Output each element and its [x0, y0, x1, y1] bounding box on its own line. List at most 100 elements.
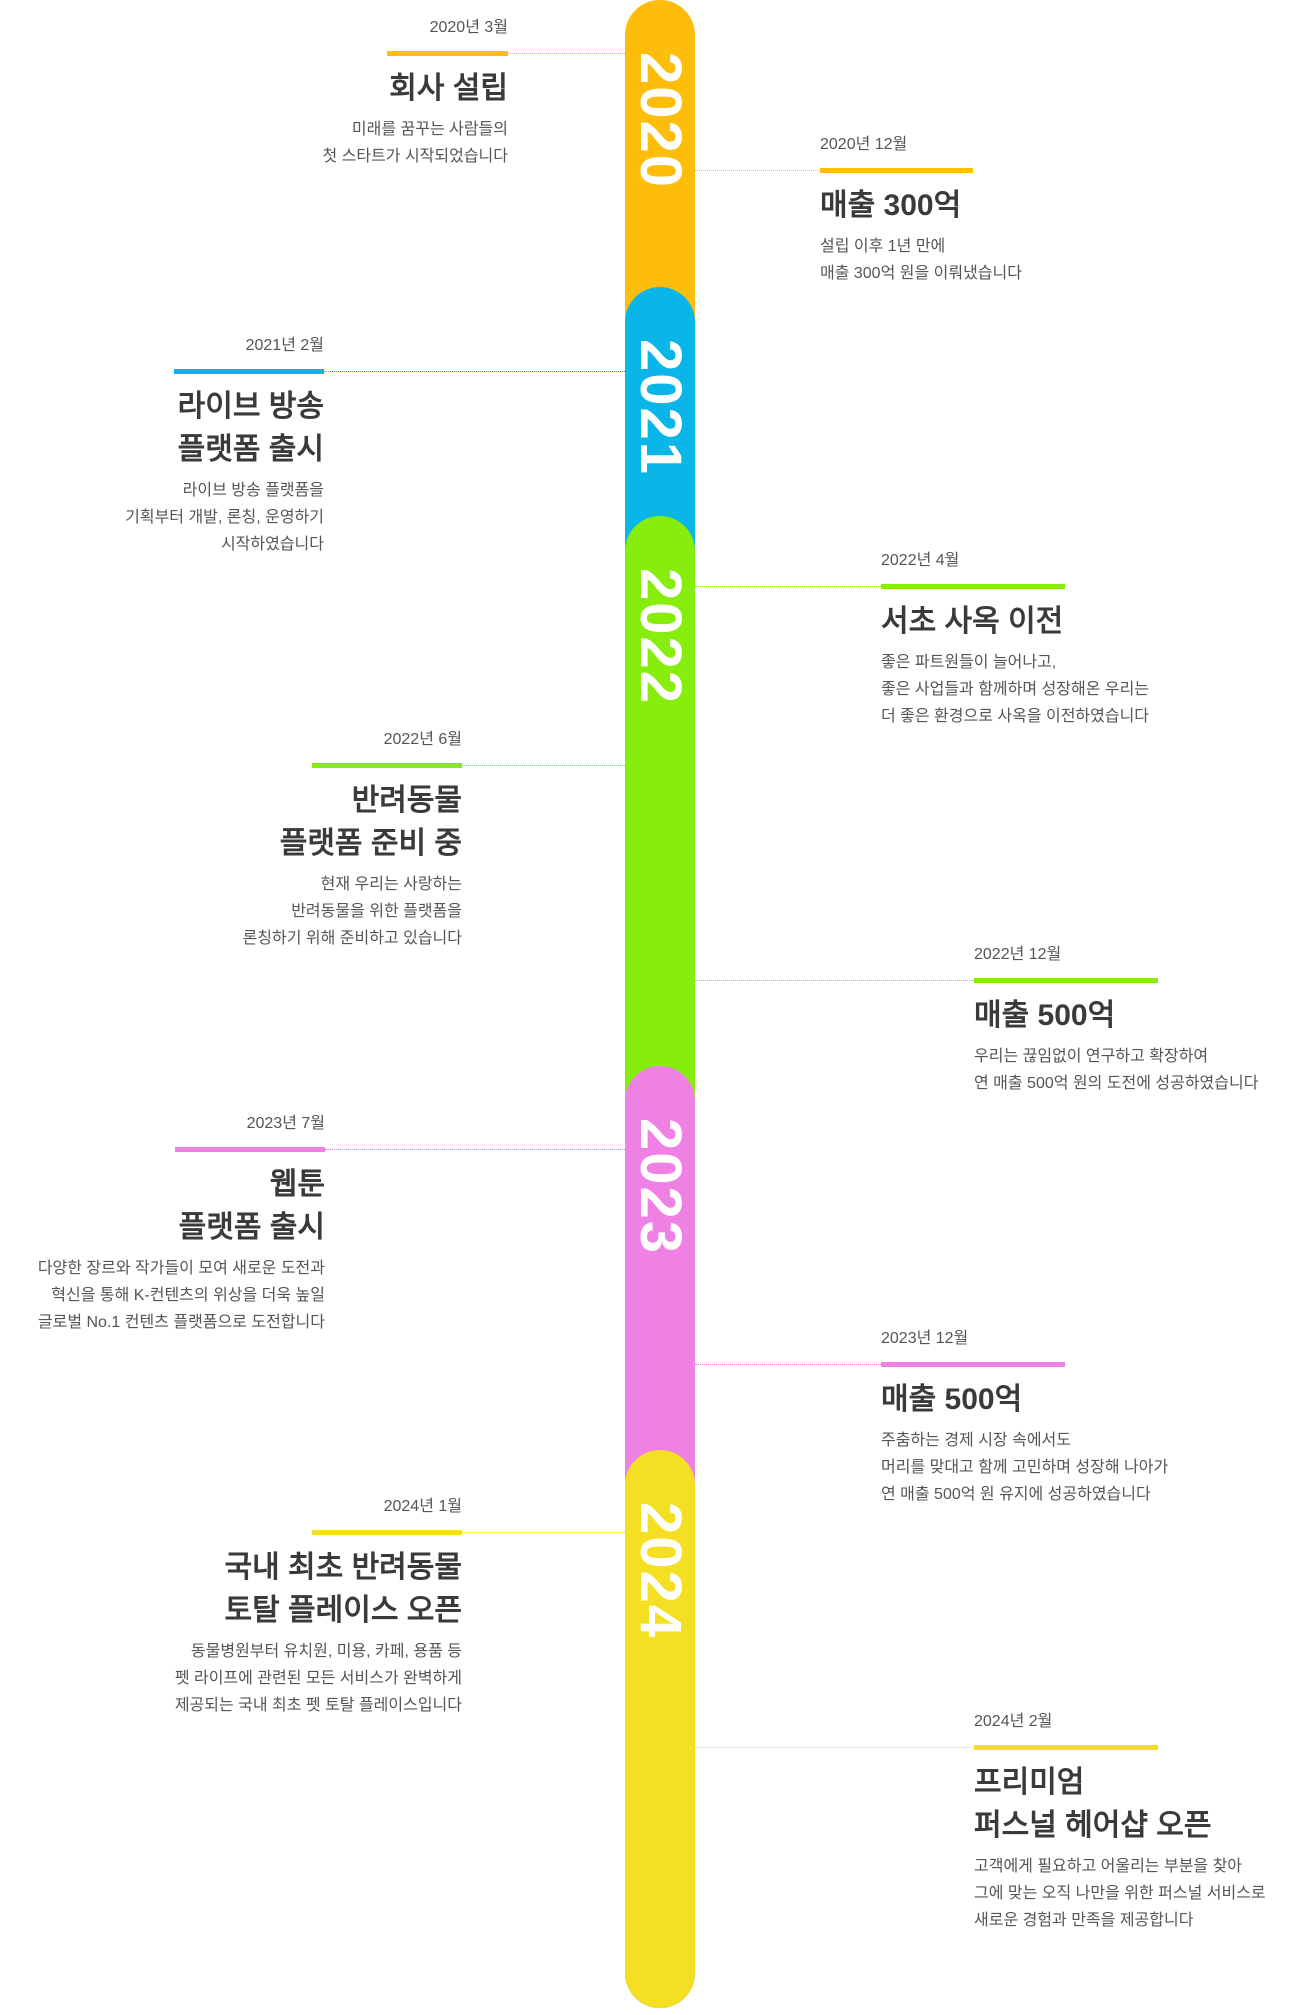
event-description-line: 좋은 사업들과 함께하며 성장해온 우리는 — [881, 681, 1150, 698]
event-title: 매출 500억 — [974, 994, 1258, 1037]
event-title: 매출 500억 — [881, 1378, 1168, 1421]
event-connector — [324, 371, 625, 372]
timeline-segment-2024: 2024 — [625, 1450, 695, 2008]
year-label: 2023 — [628, 1118, 693, 1256]
event-description: 좋은 파트원들이 늘어나고, 좋은 사업들과 함께하며 성장해온 우리는 더 좋… — [881, 649, 1149, 730]
event-accent-line — [174, 369, 324, 374]
event-title: 회사 설립 — [322, 67, 508, 110]
event-connector — [462, 765, 625, 766]
event-description: 현재 우리는 사랑하는 반려동물을 위한 플랫폼을 론칭하기 위해 준비하고 있… — [243, 871, 462, 952]
event-accent-line — [974, 978, 1158, 983]
event-connector — [695, 1747, 974, 1748]
event-connector — [695, 1364, 881, 1365]
event-date: 2022년 12월 — [974, 946, 1062, 963]
event-description-line: 좋은 파트원들이 늘어나고, — [881, 654, 1057, 671]
event-description-line: 연 매출 500억 원 유지에 성공하였습니다 — [881, 1486, 1151, 1503]
event-title-line: 매출 500억 — [881, 1383, 1023, 1416]
event-title-line: 서초 사옥 이전 — [881, 605, 1064, 638]
event-accent-line — [881, 584, 1065, 589]
event-description-line: 우리는 끊임없이 연구하고 확장하여 — [974, 1048, 1209, 1065]
year-label: 2021 — [628, 339, 693, 477]
event-description-line: 동물병원부터 유치원, 미용, 카페, 용품 등 — [190, 1643, 462, 1660]
event-title-line: 플랫폼 준비 중 — [279, 827, 462, 860]
event-connector — [695, 980, 974, 981]
timeline-event: 2023년 12월 매출 500억 주춤하는 경제 시장 속에서도 머리를 맞대… — [881, 1329, 1168, 1508]
event-description-line: 시작하였습니다 — [220, 536, 324, 553]
event-description-line: 기획부터 개발, 론칭, 운영하기 — [125, 509, 324, 526]
year-label: 2022 — [628, 568, 693, 706]
event-description-line: 고객에게 필요하고 어울리는 부분을 찾아 — [974, 1858, 1243, 1875]
timeline-event: 2022년 6월 반려동물 플랫폼 준비 중 현재 우리는 사랑하는 반려동물을… — [243, 730, 462, 952]
event-title-line: 매출 500억 — [974, 999, 1116, 1032]
timeline-event: 2021년 2월 라이브 방송 플랫폼 출시 라이브 방송 플랫폼을 기획부터 … — [125, 336, 324, 558]
event-description-line: 펫 라이프에 관련된 모든 서비스가 완벽하게 — [174, 1670, 462, 1687]
event-date: 2023년 7월 — [246, 1115, 325, 1132]
event-title-line: 프리미엄 — [974, 1766, 1085, 1799]
event-date: 2024년 1월 — [383, 1498, 462, 1515]
event-description-line: 주춤하는 경제 시장 속에서도 — [881, 1432, 1071, 1449]
event-description-line: 머리를 맞대고 함께 고민하며 성장해 나아가 — [881, 1459, 1169, 1476]
event-accent-line — [881, 1362, 1065, 1367]
event-title-line: 토탈 플레이스 오픈 — [224, 1594, 462, 1627]
event-title: 프리미엄 퍼스널 헤어샵 오픈 — [974, 1761, 1266, 1847]
event-date: 2020년 12월 — [820, 136, 908, 153]
event-accent-line — [820, 168, 973, 173]
event-accent-line — [312, 1530, 462, 1535]
event-description: 미래를 꿈꾸는 사람들의 첫 스타트가 시작되었습니다 — [322, 116, 508, 170]
event-title-line: 플랫폼 출시 — [178, 1211, 325, 1244]
event-description-line: 새로운 경험과 만족을 제공합니다 — [974, 1912, 1194, 1929]
event-description: 동물병원부터 유치원, 미용, 카페, 용품 등 펫 라이프에 관련된 모든 서… — [175, 1638, 462, 1719]
event-title-line: 매출 300억 — [820, 189, 962, 222]
event-connector — [695, 170, 820, 171]
event-date: 2023년 12월 — [881, 1330, 969, 1347]
event-title-line: 라이브 방송 — [177, 390, 324, 423]
event-description-line: 라이브 방송 플랫폼을 — [182, 482, 324, 499]
event-connector — [695, 586, 881, 587]
event-title: 매출 300억 — [820, 184, 1022, 227]
event-title: 반려동물 플랫폼 준비 중 — [243, 779, 462, 865]
event-description: 라이브 방송 플랫폼을 기획부터 개발, 론칭, 운영하기 시작하였습니다 — [125, 477, 324, 558]
timeline-event: 2022년 4월 서초 사옥 이전 좋은 파트원들이 늘어나고, 좋은 사업들과… — [881, 551, 1149, 730]
event-description-line: 혁신을 통해 K-컨텐츠의 위상을 더욱 높일 — [51, 1287, 325, 1304]
event-description: 설립 이후 1년 만에 매출 300억 원을 이뤄냈습니다 — [820, 233, 1022, 287]
event-date: 2020년 3월 — [429, 19, 508, 36]
event-title: 국내 최초 반려동물 토탈 플레이스 오픈 — [175, 1546, 462, 1632]
event-description-line: 그에 맞는 오직 나만을 위한 퍼스널 서비스로 — [974, 1885, 1266, 1902]
event-accent-line — [175, 1147, 325, 1152]
event-accent-line — [312, 763, 462, 768]
event-description-line: 다양한 장르와 작가들이 모여 새로운 도전과 — [37, 1260, 325, 1277]
event-title-line: 웹툰 — [269, 1168, 325, 1201]
event-description-line: 미래를 꿈꾸는 사람들의 — [351, 121, 508, 138]
event-date: 2022년 6월 — [383, 731, 462, 748]
event-date: 2024년 2월 — [974, 1713, 1053, 1730]
event-title: 서초 사옥 이전 — [881, 600, 1149, 643]
event-connector — [325, 1149, 625, 1150]
event-description-line: 매출 300억 원을 이뤄냈습니다 — [820, 265, 1022, 282]
event-description-line: 설립 이후 1년 만에 — [820, 238, 946, 255]
event-connector — [508, 53, 625, 54]
event-description: 주춤하는 경제 시장 속에서도 머리를 맞대고 함께 고민하며 성장해 나아가 … — [881, 1427, 1168, 1508]
event-accent-line — [387, 51, 508, 56]
event-title-line: 퍼스널 헤어샵 오픈 — [974, 1809, 1212, 1842]
event-description-line: 연 매출 500억 원의 도전에 성공하였습니다 — [974, 1075, 1259, 1092]
event-connector — [462, 1532, 625, 1533]
event-description-line: 반려동물을 위한 플랫폼을 — [291, 903, 462, 920]
timeline-event: 2023년 7월 웹툰 플랫폼 출시 다양한 장르와 작가들이 모여 새로운 도… — [38, 1114, 325, 1336]
event-title-line: 국내 최초 반려동물 — [224, 1551, 462, 1584]
timeline-event: 2020년 3월 회사 설립 미래를 꿈꾸는 사람들의 첫 스타트가 시작되었습… — [322, 18, 508, 170]
event-description-line: 글로벌 No.1 컨텐츠 플랫폼으로 도전합니다 — [37, 1314, 325, 1331]
event-accent-line — [974, 1745, 1158, 1750]
event-description: 다양한 장르와 작가들이 모여 새로운 도전과 혁신을 통해 K-컨텐츠의 위상… — [38, 1255, 325, 1336]
event-description-line: 현재 우리는 사랑하는 — [320, 876, 462, 893]
event-description-line: 첫 스타트가 시작되었습니다 — [322, 148, 508, 165]
event-title-line: 플랫폼 출시 — [177, 433, 324, 466]
event-title: 웹툰 플랫폼 출시 — [38, 1163, 325, 1249]
year-label: 2024 — [628, 1502, 693, 1640]
event-title-line: 반려동물 — [351, 784, 462, 817]
event-description-line: 더 좋은 환경으로 사옥을 이전하였습니다 — [881, 708, 1150, 725]
event-description: 고객에게 필요하고 어울리는 부분을 찾아 그에 맞는 오직 나만을 위한 퍼스… — [974, 1853, 1266, 1934]
event-date: 2022년 4월 — [881, 552, 960, 569]
year-label: 2020 — [628, 52, 693, 190]
timeline-event: 2022년 12월 매출 500억 우리는 끊임없이 연구하고 확장하여 연 매… — [974, 945, 1258, 1097]
timeline-event: 2020년 12월 매출 300억 설립 이후 1년 만에 매출 300억 원을… — [820, 135, 1022, 287]
